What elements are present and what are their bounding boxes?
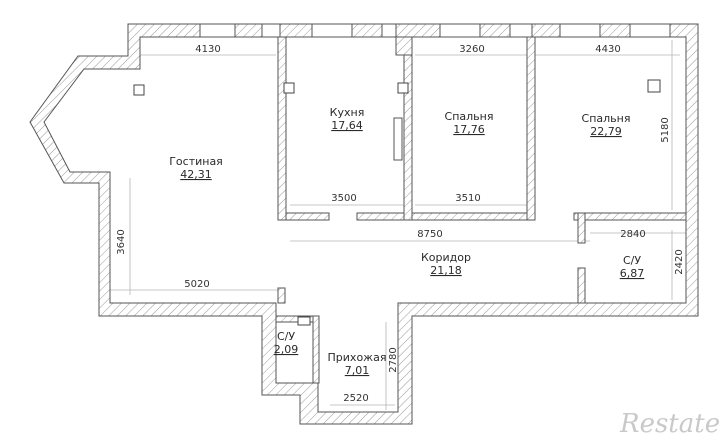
dimension-labels: 4130 3260 4430 5180 3500 3510 8750 2840 … [116, 44, 685, 404]
column-bedroom [647, 79, 661, 93]
room-name-hall: Прихожая [328, 351, 387, 364]
room-area-hall: 7,01 [345, 364, 370, 377]
room-name-kitchen: Кухня [330, 106, 365, 119]
watermark-logo: Restate [619, 409, 720, 439]
dim-living-height: 3640 [116, 229, 127, 254]
wall-corridor-bedroom2 [573, 212, 687, 221]
room-name-living: Гостиная [169, 155, 223, 168]
room-labels: Гостиная 42,31 Кухня 17,64 Спальня 17,76… [169, 106, 644, 377]
windows [199, 23, 671, 161]
room-area-living: 42,31 [180, 168, 212, 181]
dim-living-top: 4130 [195, 44, 220, 55]
wall-corridor-kitchen [285, 212, 330, 221]
outer-wall [29, 23, 699, 425]
room-name-bathroom: С/У [623, 254, 641, 267]
dim-bedroom1-bottom: 3510 [455, 193, 480, 204]
wall-bath-left [577, 212, 586, 244]
room-area-corridor: 21,18 [430, 264, 462, 277]
room-area-bathroom: 6,87 [620, 267, 645, 280]
room-name-bedroom1: Спальня [445, 110, 494, 123]
column-living [133, 84, 145, 96]
dim-bath-width: 2840 [620, 229, 645, 240]
dim-bath-height: 2420 [674, 249, 685, 274]
room-area-bedroom2: 22,79 [590, 125, 622, 138]
room-name-wc: С/У [277, 330, 295, 343]
dimension-lines [110, 40, 688, 410]
room-area-bedroom1: 17,76 [453, 123, 485, 136]
room-name-bedroom2: Спальня [582, 112, 631, 125]
column-kitchen [283, 82, 295, 94]
wall-corridor-bedroom1b [411, 212, 528, 221]
dim-bedroom1-top: 3260 [459, 44, 484, 55]
room-name-corridor: Коридор [421, 251, 471, 264]
wall-wc-right [312, 315, 320, 384]
walls [29, 23, 699, 425]
dim-living-bottom: 5020 [184, 279, 209, 290]
room-area-wc: 2,09 [274, 343, 299, 356]
dim-hall-width: 2520 [343, 393, 368, 404]
wall-wc-top [275, 315, 314, 323]
wc-fixture [297, 316, 311, 326]
riser-kitchen [395, 36, 413, 56]
dim-kitchen-bottom: 3500 [331, 193, 356, 204]
wall-bedroom-bedroom [526, 36, 536, 221]
dim-hall-height: 2780 [388, 347, 399, 372]
dim-bedroom2-top: 4430 [595, 44, 620, 55]
wall-corridor-bedroom1 [356, 212, 405, 221]
dim-corridor-length: 8750 [417, 229, 442, 240]
wall-living-kitchen [277, 36, 287, 221]
wall-bath-left-lower [577, 267, 586, 304]
column-corridor [397, 82, 409, 94]
wall-kitchen-bedroom [403, 36, 413, 221]
wall-stub-living [277, 287, 286, 304]
fixtures [133, 79, 661, 326]
dim-right-height: 5180 [660, 117, 671, 142]
room-area-kitchen: 17,64 [331, 119, 363, 132]
